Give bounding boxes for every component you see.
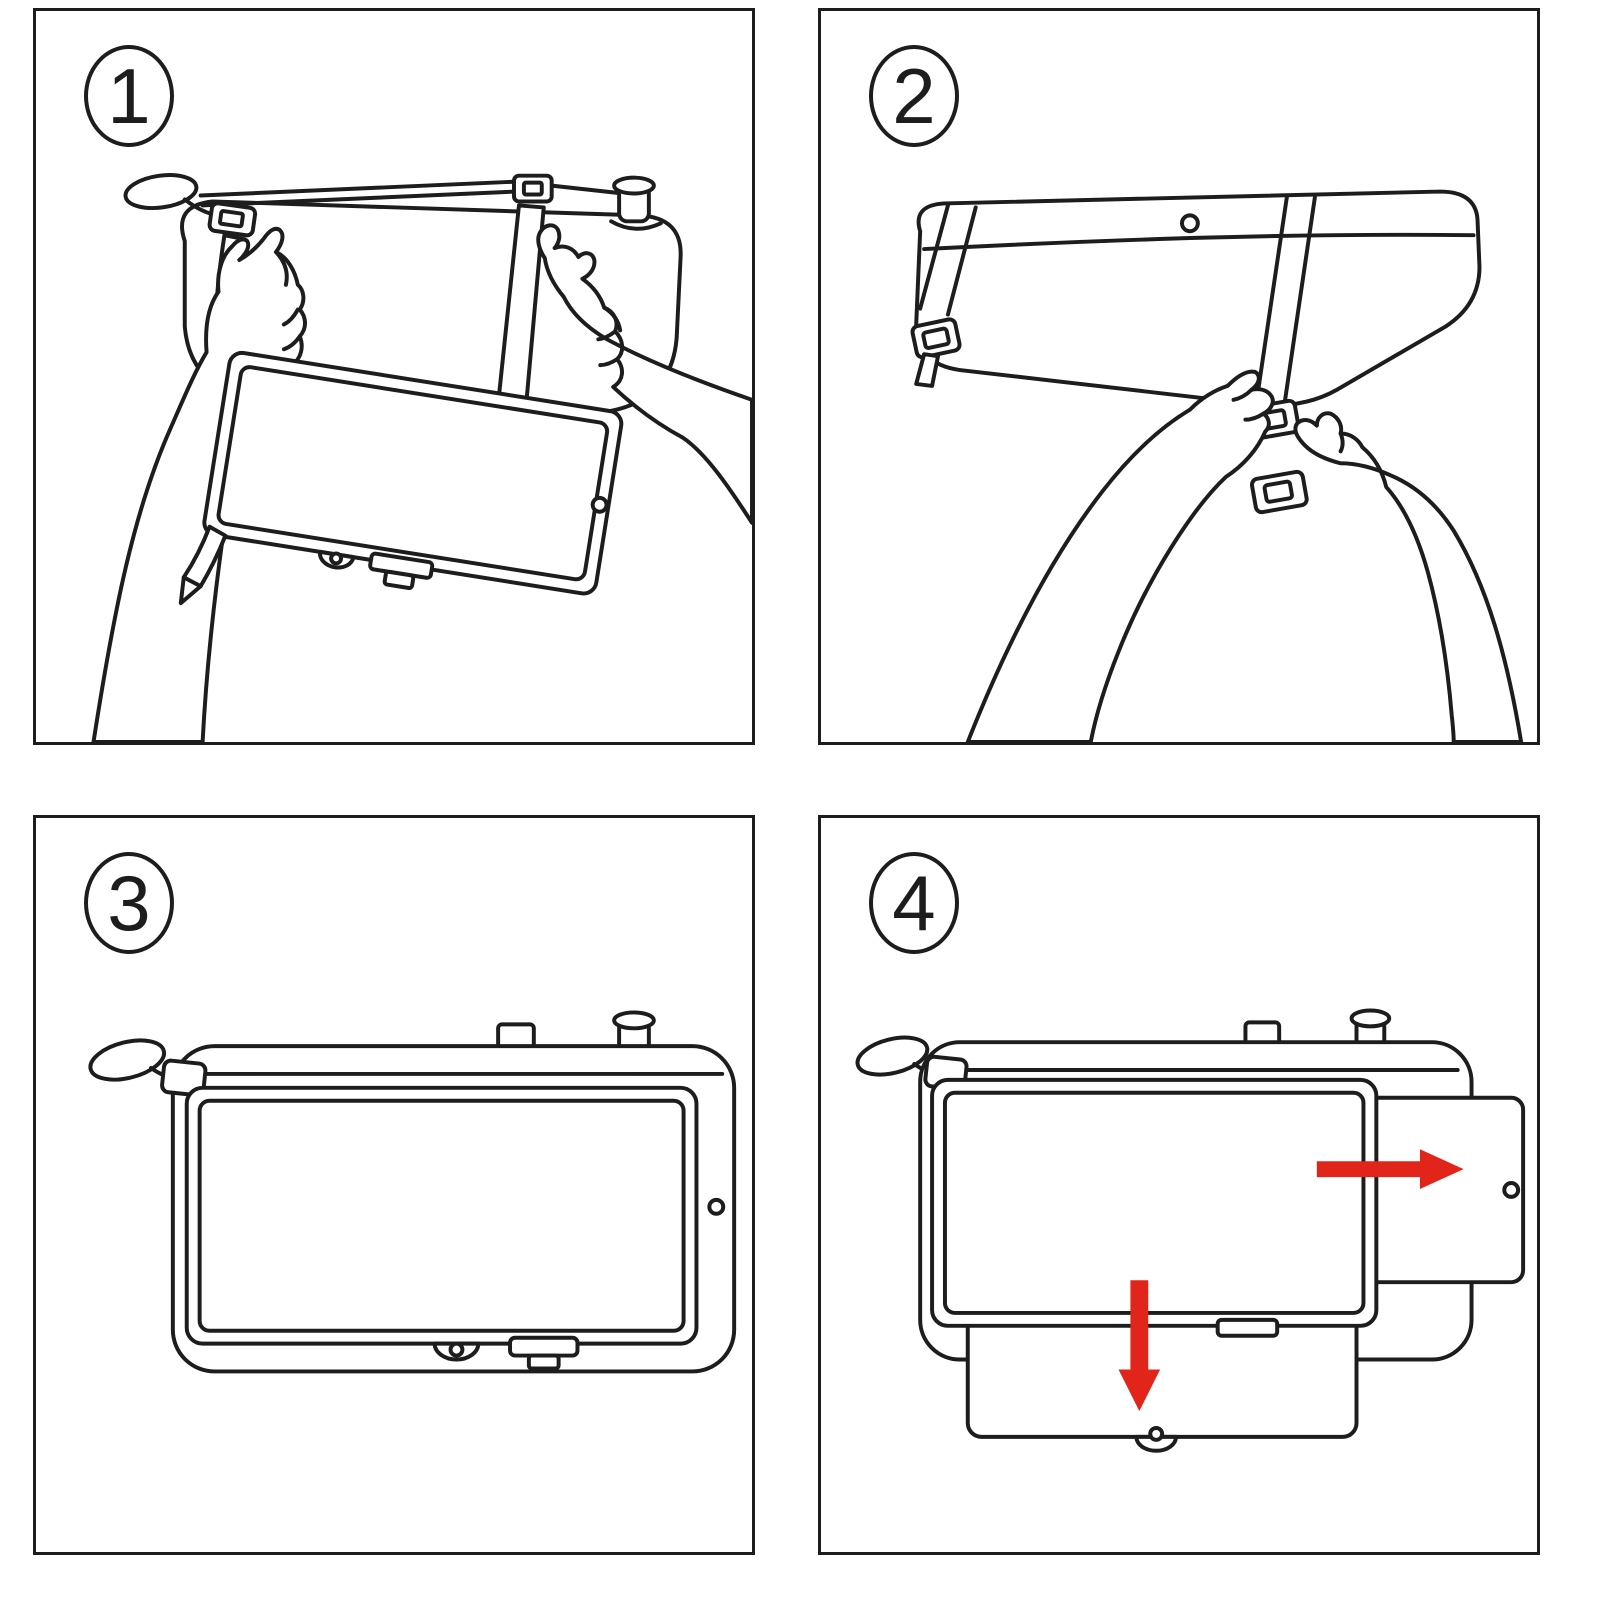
step-panel-3: 3	[33, 815, 755, 1555]
step-panel-4: 4	[818, 815, 1540, 1555]
left-strap	[918, 203, 978, 317]
left-strap-tip	[914, 352, 941, 388]
step-number-badge: 1	[84, 45, 174, 147]
visor-pivot	[609, 175, 663, 231]
step-number: 3	[107, 859, 151, 947]
extender-panel	[202, 350, 624, 596]
step-number: 1	[107, 52, 151, 140]
hook-clamp	[160, 1058, 208, 1098]
step-panel-2: 2	[818, 8, 1540, 745]
side-extension-panel	[1354, 1095, 1526, 1285]
strap-clip-lower	[1249, 469, 1309, 515]
right-strap	[1255, 193, 1317, 402]
left-strap-buckle	[207, 201, 258, 238]
step-3-illustration	[88, 1010, 737, 1374]
lower-hand	[1293, 411, 1524, 742]
top-strap	[198, 179, 626, 208]
step-number-badge: 2	[869, 45, 959, 147]
left-strap-buckle	[910, 317, 962, 360]
slide-right-arrow-icon	[1316, 1149, 1464, 1189]
step-panel-1: 1	[33, 8, 755, 745]
upper-hand	[965, 369, 1275, 742]
extender-panel	[930, 1077, 1379, 1338]
center-strap-clip	[512, 173, 554, 204]
step-4-illustration	[855, 1008, 1526, 1453]
step-number: 2	[892, 52, 936, 140]
step-number-badge: 3	[84, 852, 174, 954]
step-1-illustration	[91, 173, 752, 742]
pull-down-arrow-icon	[1118, 1280, 1161, 1412]
right-hand	[536, 223, 752, 525]
step-number-badge: 4	[869, 852, 959, 954]
strap-loose-end	[178, 524, 228, 606]
extender-panel	[184, 1085, 699, 1371]
step-2-illustration	[910, 189, 1524, 742]
step-number: 4	[892, 859, 936, 947]
sun-visor	[914, 189, 1482, 408]
